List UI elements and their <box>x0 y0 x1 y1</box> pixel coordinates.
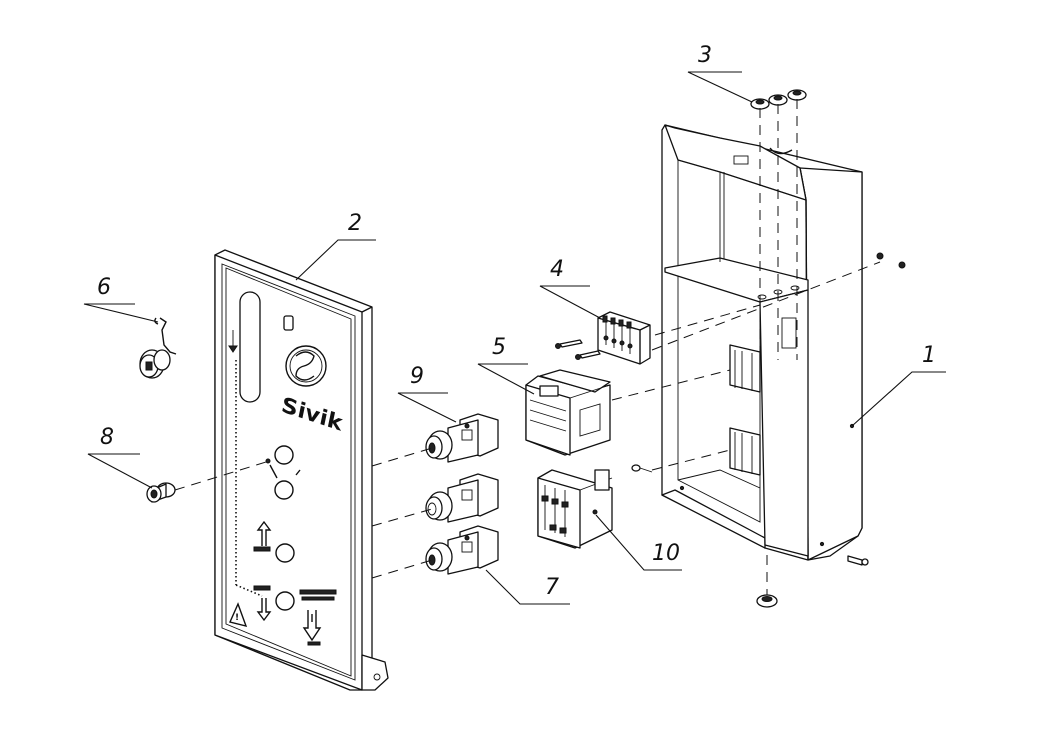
callout-5: 5 <box>492 335 506 360</box>
contactor <box>537 469 613 549</box>
callout-7: 7 <box>545 575 559 600</box>
callout-2: 2 <box>348 211 362 236</box>
pushbutton-lower <box>425 525 499 575</box>
bushing <box>146 482 176 503</box>
pushbutton-middle <box>425 473 499 523</box>
cable-gland-3 <box>787 89 807 101</box>
terminal-screws <box>555 339 601 360</box>
terminal-block <box>597 311 651 365</box>
svg-text:!: ! <box>235 613 239 623</box>
relay-module <box>525 369 611 456</box>
callout-labels: 1 2 3 4 5 6 7 8 9 10 <box>97 43 936 600</box>
key-lock <box>139 317 177 379</box>
cable-gland-2 <box>768 94 788 106</box>
din-rail-upper <box>729 344 761 393</box>
callout-3: 3 <box>698 43 712 68</box>
cable-gland-1 <box>750 98 770 110</box>
pushbutton-upper <box>425 413 499 463</box>
enclosure-box[interactable] <box>661 124 863 561</box>
callout-1: 1 <box>922 343 936 368</box>
din-rail-lower <box>729 427 761 476</box>
screw-right-upper <box>876 252 906 269</box>
callout-9: 9 <box>410 364 424 389</box>
callout-10: 10 <box>652 541 680 566</box>
front-panel[interactable]: Sivik ! <box>214 249 389 691</box>
callout-6: 6 <box>97 275 111 300</box>
assembly-center-lines <box>174 99 881 595</box>
screw-bottom-right <box>847 555 869 566</box>
cable-gland-bottom <box>756 594 778 608</box>
callout-4: 4 <box>550 257 564 282</box>
leader-lines <box>83 71 946 605</box>
callout-8: 8 <box>100 425 114 450</box>
screw-small-middle <box>631 464 653 473</box>
